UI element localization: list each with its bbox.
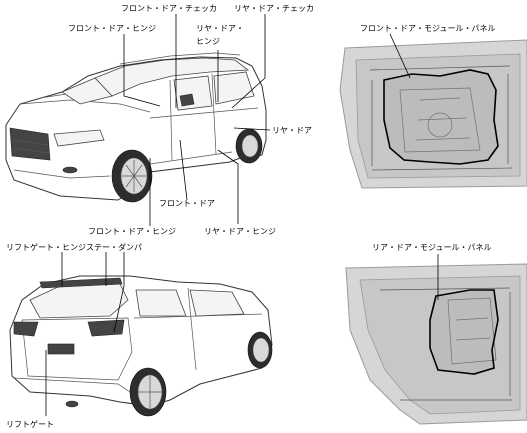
label-rear-door-hinge-bottom: リヤ・ドア・ヒンジ [204,227,276,236]
label-front-door: フロント・ドア [159,199,215,208]
label-rear-door-module-panel: リア・ドア・モジュール・パネル [372,243,491,252]
rear-door-panel-view [345,263,527,425]
label-stay-damper: ステー・ダンパ [86,242,142,252]
label-front-door-checker: フロント・ドア・チェッカ [121,4,217,13]
front-door-panel-view [339,39,527,189]
rear-door-module-panel-outline [429,289,499,375]
label-rear-door-hinge-top-line2: ヒンジ [196,37,220,46]
label-front-door-module-panel: フロント・ドア・モジュール・パネル [360,24,495,33]
front-door-module-panel-outline [383,69,499,165]
label-rear-door-hinge-top-line1: リヤ・ドア・ [196,24,244,33]
label-liftgate-hinge: リフトゲート・ヒンジ [6,242,86,252]
car-rear-view [9,275,273,417]
leader-lines [45,14,439,416]
label-rear-door: リヤ・ドア [272,126,312,135]
label-rear-door-checker: リヤ・ドア・チェッカ [234,4,314,13]
label-liftgate: リフトゲート [6,419,54,429]
label-front-door-hinge-bottom: フロント・ドア・ヒンジ [88,227,176,236]
label-front-door-hinge-top: フロント・ドア・ヒンジ [68,24,156,33]
car-front-view [5,52,267,203]
